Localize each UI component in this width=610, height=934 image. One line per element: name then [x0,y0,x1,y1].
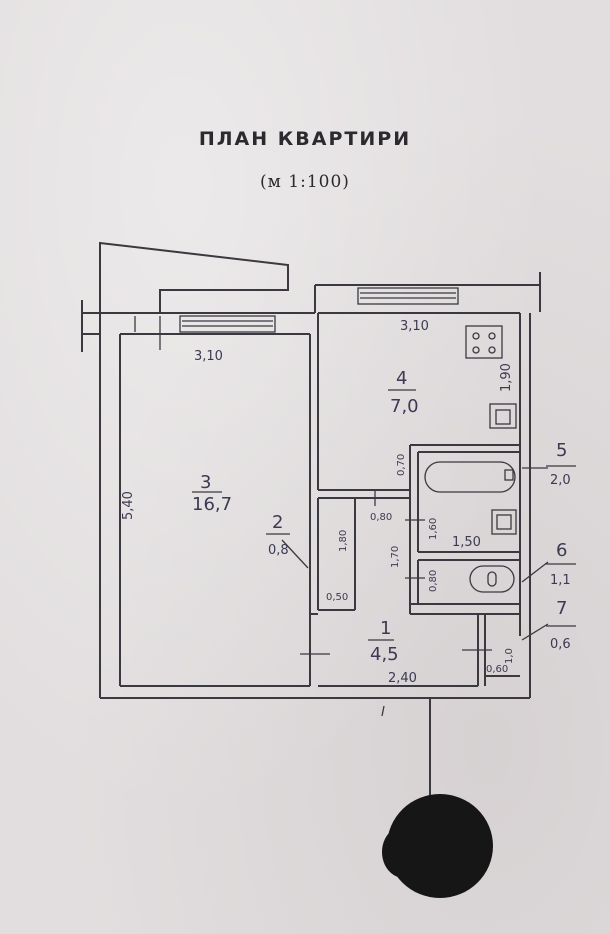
dim-closet-lower: 0,50 [326,592,348,603]
room-3-number: 3 [200,472,211,493]
room-1-area: 4,5 [370,644,399,665]
room-5-number: 5 [556,440,567,461]
outer-walls [81,272,541,699]
dim-room3-length: 5,40 [121,491,136,520]
scale-label: (м 1:100) [260,172,350,192]
room-4-area: 7,0 [390,396,419,417]
room-4-number: 4 [396,368,407,389]
dim-room4-depth: 1,90 [499,363,514,392]
room-7-area: 0,6 [550,637,571,652]
toilet-icon [469,565,515,593]
page-title: ПЛАН КВАРТИРИ [198,128,412,150]
dim-toilet-depth: 1,70 [390,546,401,568]
dim-bath-width: 1,50 [452,535,481,550]
window-room3 [134,315,276,350]
dim-closet-depth: 1,80 [338,530,349,552]
inner-walls [310,444,520,615]
window-room4 [357,287,459,305]
room-6-number: 6 [556,540,567,561]
dim-room3-width: 3,10 [194,349,223,364]
room-3-area: 16,7 [192,494,232,515]
room-6-area: 1,1 [550,573,571,588]
dim-bath-depth: 1,60 [428,518,439,540]
leader-lines [281,467,549,717]
stove-icon [465,325,503,359]
dim-storage-depth: 1,0 [504,648,515,664]
dim-room4-width: 3,10 [400,319,429,334]
washbasin-icon [491,509,517,535]
room-7-number: 7 [556,598,567,619]
dim-storage-width: 0,60 [486,664,508,675]
bathtub-icon [424,461,516,493]
room-2-number: 2 [272,512,283,533]
dim-hall-width: 2,40 [388,671,417,686]
dim-closet-width: 0,80 [370,512,392,523]
dim-toilet-width: 0,80 [428,570,439,592]
room-5-area: 2,0 [550,473,571,488]
kitchen-sink-icon [489,403,517,429]
door-marks [300,490,492,655]
room-2-area: 0,8 [268,543,289,558]
balcony [99,241,289,314]
room-1-number: 1 [380,618,391,639]
dim-corridor-width: 0,70 [396,454,407,476]
